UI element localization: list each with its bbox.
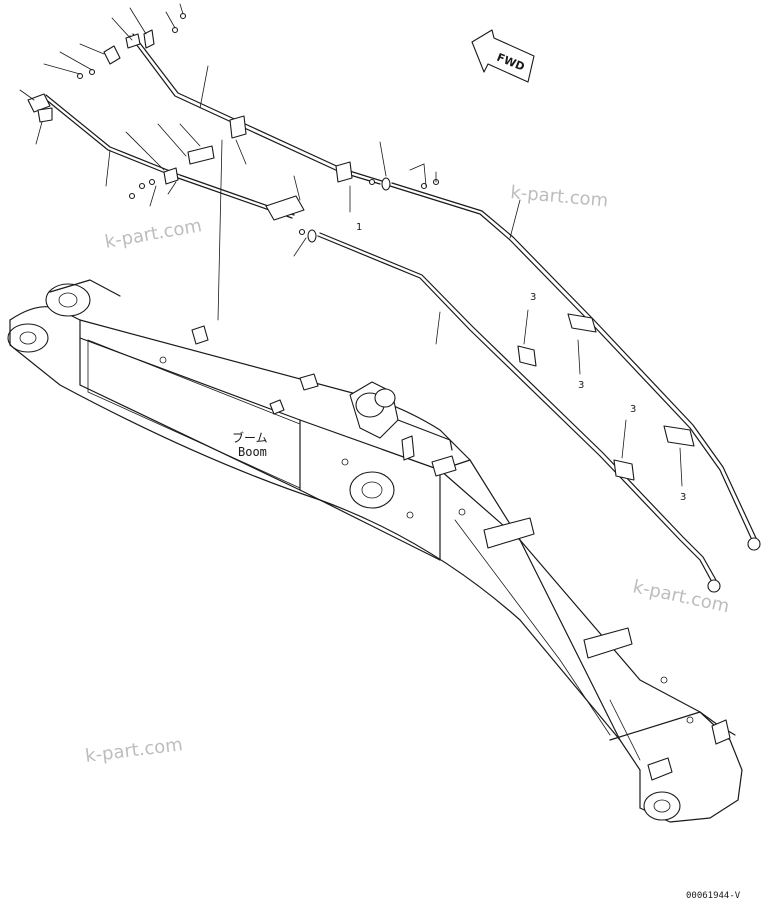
callout-3d: 3 xyxy=(680,492,686,503)
watermark-4: k-part.com xyxy=(84,734,184,767)
callout-3c: 3 xyxy=(630,404,636,415)
callout-1: 1 xyxy=(356,222,362,233)
callout-3b: 3 xyxy=(578,380,584,391)
leader-lines xyxy=(19,3,683,487)
boom-structure xyxy=(7,279,743,823)
forward-arrow-icon: FWD xyxy=(471,29,535,83)
watermark-2: k-part.com xyxy=(103,215,203,253)
tube-fittings xyxy=(27,12,695,481)
boom-label-jp: ブーム xyxy=(232,430,268,445)
hydraulic-tubes xyxy=(43,33,761,593)
drawing-code: 00061944-V xyxy=(686,891,741,901)
callout-3a: 3 xyxy=(530,292,536,303)
watermark-1: k-part.com xyxy=(510,182,609,211)
boom-label-en: Boom xyxy=(238,445,267,459)
